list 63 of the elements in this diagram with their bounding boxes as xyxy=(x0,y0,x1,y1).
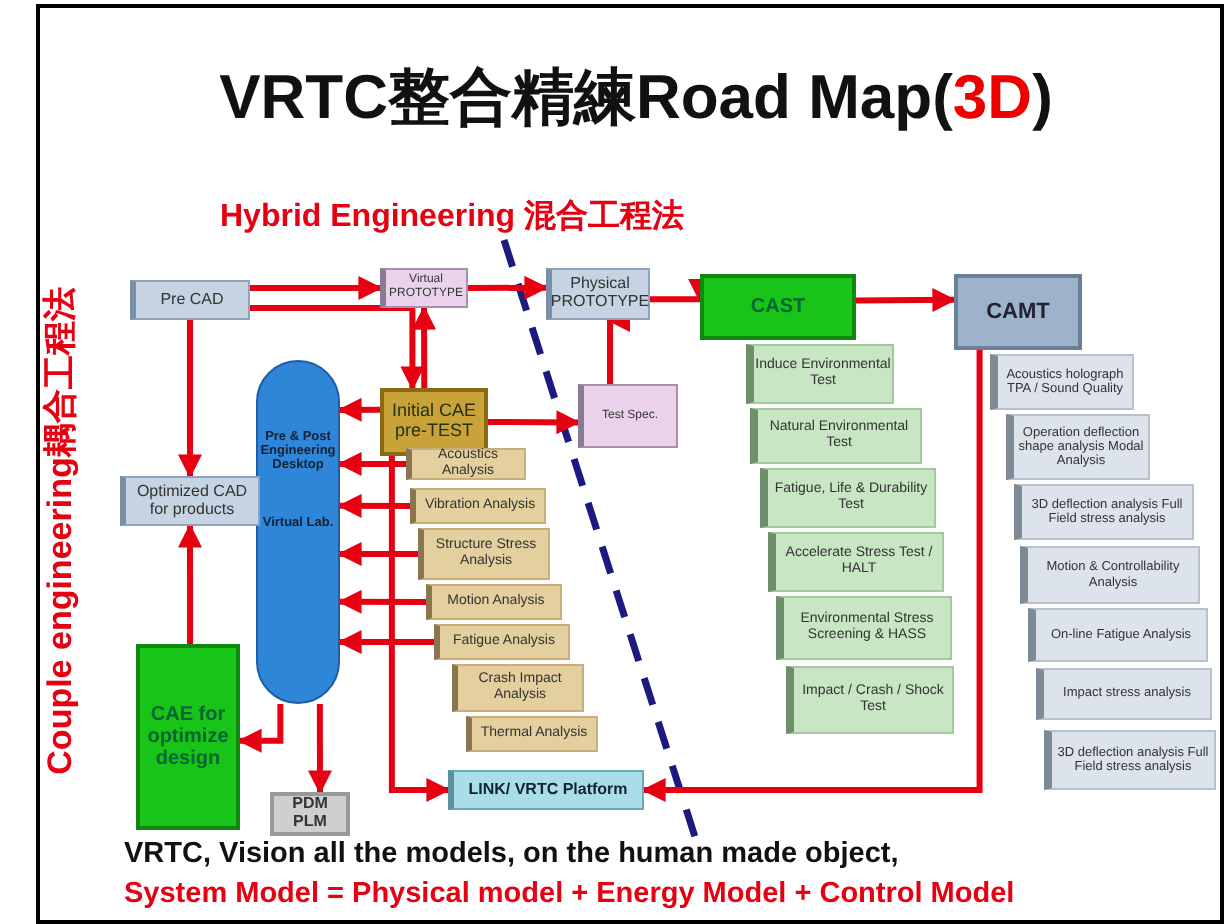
arrow xyxy=(337,451,406,476)
platform-box xyxy=(448,770,644,810)
test-box xyxy=(746,344,894,404)
arrow xyxy=(337,542,418,566)
box-label: LINK/ VRTC Platform xyxy=(468,781,628,799)
process-box xyxy=(578,384,678,448)
arrow xyxy=(337,589,426,614)
box-label: Optimized CAD for products xyxy=(134,483,250,519)
analysis-box xyxy=(406,448,526,480)
arrow xyxy=(178,523,202,644)
box-label: CAE for optimize design xyxy=(145,704,231,770)
analysis-box xyxy=(426,584,562,620)
box-label: CAST xyxy=(750,296,806,318)
test-box xyxy=(750,408,922,464)
arrow xyxy=(468,275,549,300)
arrow xyxy=(307,704,332,795)
arrow xyxy=(641,350,983,802)
arrow xyxy=(488,410,581,435)
process-box xyxy=(120,476,260,526)
analysis-box xyxy=(434,624,570,660)
section-heading: Hybrid Engineering 混合工程法 xyxy=(220,197,685,238)
arrow xyxy=(337,493,410,518)
test-box xyxy=(990,354,1134,410)
side-label: Couple engineering耦合工程法 xyxy=(38,286,81,774)
process-box xyxy=(700,274,856,340)
process-box xyxy=(546,268,650,320)
arrow xyxy=(388,456,451,802)
test-box xyxy=(1028,608,1208,662)
slide-title: VRTC整合精練Road Map(3D) xyxy=(217,60,1055,136)
arrow xyxy=(855,287,957,312)
analysis-box xyxy=(418,528,550,580)
process-box xyxy=(130,280,250,320)
test-box xyxy=(1020,546,1200,604)
box-label: CAMT xyxy=(986,299,1050,325)
process-box xyxy=(270,792,350,836)
box-label: Initial CAE pre-TEST xyxy=(389,402,479,442)
test-box xyxy=(1036,668,1212,720)
arrow xyxy=(237,704,284,753)
test-box xyxy=(760,468,936,528)
test-box xyxy=(1014,484,1194,540)
arrow xyxy=(178,320,202,479)
caption-text: VRTC, Vision all the models, on the human made object, xyxy=(124,838,899,870)
box-label: Physical PROTOTYPE xyxy=(550,276,650,312)
test-box xyxy=(1006,414,1150,480)
test-box xyxy=(776,596,952,660)
arrow xyxy=(337,630,434,655)
arrow xyxy=(337,397,380,422)
box-label: PDM PLM xyxy=(290,796,330,832)
arrow xyxy=(250,305,425,391)
analysis-box xyxy=(452,664,584,712)
analysis-box xyxy=(410,488,546,524)
process-box xyxy=(380,268,468,308)
process-box xyxy=(954,274,1082,350)
arrow xyxy=(250,276,383,300)
test-box xyxy=(1044,730,1216,790)
caption-text: System Model = Physical model + Energy Model + Control Model xyxy=(124,878,1015,910)
analysis-box xyxy=(466,716,598,752)
test-box xyxy=(768,532,944,592)
lab-capsule xyxy=(256,360,340,704)
process-box xyxy=(136,644,240,830)
test-box xyxy=(786,666,954,734)
box-label: Pre CAD xyxy=(160,291,224,309)
arrow xyxy=(412,305,437,388)
